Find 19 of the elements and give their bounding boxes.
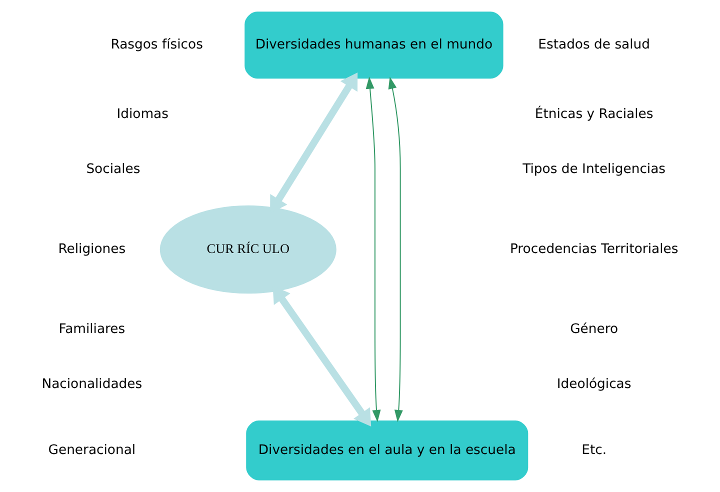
label: Religiones: [58, 242, 126, 257]
label: Idiomas: [116, 107, 168, 122]
label: Etc.: [581, 442, 606, 458]
label: Género: [570, 322, 618, 338]
node-ellipse: CUR RÍC ULO: [159, 205, 336, 294]
arrow: [365, 76, 380, 422]
label: Étnicas y Raciales: [534, 107, 653, 122]
label: Generacional: [48, 442, 136, 458]
label: Procedencias Territoriales: [509, 242, 678, 257]
node-box: Diversidades en el aula y en la escuela: [246, 420, 528, 480]
node-box: Diversidades humanas en el mundo: [244, 12, 503, 79]
label: Ideológicas: [556, 376, 631, 392]
label: Familiares: [58, 322, 125, 338]
label: Nacionalidades: [41, 376, 142, 392]
label: Tipos de Inteligencias: [522, 162, 666, 177]
label: Sociales: [86, 162, 140, 177]
label: Estados de salud: [538, 38, 650, 53]
arrow: [388, 76, 402, 422]
label: Rasgos físicos: [110, 38, 202, 53]
